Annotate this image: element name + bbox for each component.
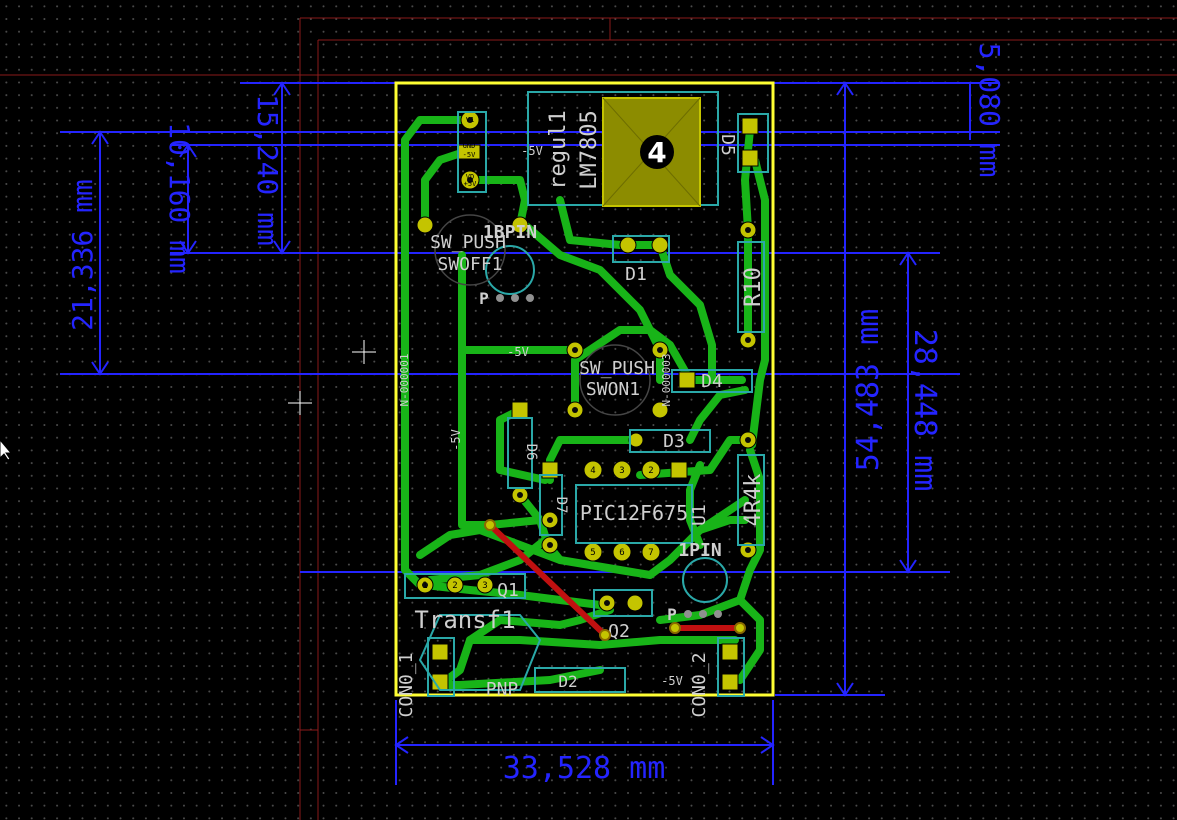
dim-top-right-label: 5,080 mm (973, 43, 1006, 178)
svg-text:2: 2 (648, 466, 653, 476)
svg-text:7: 7 (648, 548, 653, 558)
silkscreen-labels: D5 D1 R10 D4 D3 4R4k SW_PUSH SWOFF1 SW_P… (396, 134, 766, 717)
pads[interactable] (416, 110, 759, 691)
net-label-4: -5V (661, 674, 683, 688)
net-left-label: N-000001 (398, 354, 411, 407)
pnp-label: PNP (486, 679, 519, 700)
regulator-value: LM7805 (577, 110, 602, 189)
vias[interactable] (484, 519, 746, 641)
page-frame (0, 17, 1177, 820)
svg-text:2: 2 (452, 581, 457, 591)
p-marker-2: P (667, 605, 677, 624)
svg-text:6: 6 (619, 548, 624, 558)
d1-label: D1 (625, 264, 647, 285)
transfo-label: Transf1 (414, 606, 515, 634)
d3-label: D3 (663, 431, 685, 452)
dim-left-inner-label: 15,240 mm (251, 94, 284, 246)
d6-label: D6 (523, 444, 539, 461)
dim-height-main-label: 54,483 mm (851, 309, 886, 472)
sw-push-1-label: SW_PUSH (430, 232, 506, 253)
svg-text:+5V: +5V (464, 180, 477, 188)
d5-label: D5 (717, 134, 738, 156)
regulator-pad-label: 4 (647, 136, 666, 169)
regulator-ref: regul1 (546, 110, 571, 189)
dimension-arrows (91, 81, 917, 754)
regulator-footprint[interactable]: 4 regul1 LM7805 (527, 91, 719, 207)
svg-text:3: 3 (619, 466, 624, 476)
pad-drills (422, 117, 751, 606)
con-right-label: CON0_2 (689, 652, 710, 717)
board-edge[interactable] (394, 81, 775, 697)
led-2-label: 1PIN (678, 540, 721, 561)
d7-label: D7 (553, 497, 569, 514)
front-copper-tracks[interactable] (487, 522, 743, 638)
u1-ref-label: U1 (689, 504, 710, 526)
q2-label: Q2 (608, 621, 630, 642)
p-marker-dots (496, 294, 722, 618)
d2-label: D2 (558, 672, 577, 691)
crosshair-cursor (288, 340, 376, 415)
dim-left-outer-label: 21,336 mm (66, 179, 99, 331)
dim-left-mid-label: 10,160 mm (163, 122, 196, 274)
net-mid-label: N-000003 (660, 354, 673, 407)
dim-height-right-label: 28,448 mm (907, 329, 942, 492)
svg-text:GND: GND (463, 142, 476, 150)
r4-label: 4R4k (741, 474, 766, 527)
q1-label: Q1 (497, 580, 519, 601)
net-label-3: -5V (449, 429, 463, 451)
svg-text:V1: V1 (466, 116, 474, 124)
d4-label: D4 (701, 371, 723, 392)
dim-width-label: 33,528 mm (503, 751, 666, 786)
sw-off-label: SWOFF1 (437, 254, 502, 275)
svg-text:-5V: -5V (463, 151, 476, 159)
switch-outlines[interactable] (434, 214, 651, 416)
p-marker-1: P (479, 289, 489, 308)
svg-text:3: 3 (482, 581, 487, 591)
u1-value-label: PIC12F675 (580, 501, 688, 525)
svg-text:4: 4 (590, 466, 595, 476)
mouse-pointer-icon (0, 439, 13, 461)
r10-label: R10 (741, 267, 766, 307)
con-left-label: CON0_1 (396, 652, 417, 717)
svg-text:VD: VD (466, 173, 474, 181)
footprint-outlines[interactable] (404, 111, 769, 697)
u1-pin-numbers: 4 3 2 5 6 7 1 2 3 (422, 466, 653, 591)
svg-text:1: 1 (422, 581, 427, 591)
sw-on-label: SWON1 (586, 379, 640, 400)
pad-name-labels: V1 GND -5V VD +5V (463, 116, 477, 188)
led-1-label: 1BPIN (483, 222, 537, 243)
net-label-1: -5V (521, 144, 543, 158)
sw-push-2-label: SW_PUSH (579, 358, 655, 379)
net-label-2: -5V (507, 345, 529, 359)
svg-text:5: 5 (590, 548, 595, 558)
